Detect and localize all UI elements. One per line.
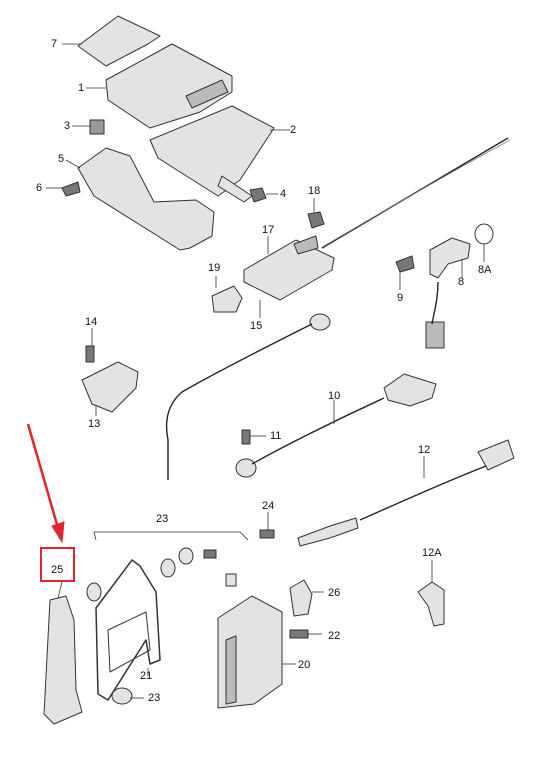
part-10-knock-sensor bbox=[235, 458, 257, 478]
part-7-cover bbox=[77, 15, 161, 67]
label-19: 19 bbox=[208, 262, 221, 274]
part-25-bracket-plate bbox=[43, 595, 83, 725]
label-15: 15 bbox=[250, 320, 263, 332]
label-6: 6 bbox=[36, 182, 43, 194]
label-25: 25 bbox=[51, 564, 64, 576]
label-1: 1 bbox=[78, 82, 85, 94]
part-12a-clip bbox=[417, 581, 445, 627]
label-12: 12 bbox=[418, 444, 431, 456]
part-12-connector bbox=[477, 439, 515, 471]
label-18: 18 bbox=[308, 185, 321, 197]
label-8: 8 bbox=[458, 276, 465, 288]
label-23-bottom: 23 bbox=[148, 692, 161, 704]
part-26-cap bbox=[289, 579, 313, 617]
part-17-sensor-module bbox=[243, 239, 335, 301]
label-13: 13 bbox=[88, 418, 101, 430]
part-9-bolt bbox=[395, 255, 415, 273]
label-12a: 12A bbox=[422, 547, 442, 559]
part-8-sensor bbox=[429, 237, 471, 279]
part-4-nut bbox=[249, 187, 267, 203]
part-3-pad bbox=[89, 119, 105, 135]
label-14: 14 bbox=[85, 316, 98, 328]
part-1-control-unit bbox=[105, 43, 233, 129]
part-11-bolt bbox=[241, 429, 251, 445]
part-24-screw bbox=[259, 529, 275, 539]
cable-15 bbox=[165, 323, 313, 480]
part-18-nut bbox=[307, 211, 325, 229]
label-8a: 8A bbox=[478, 264, 492, 276]
label-17: 17 bbox=[262, 224, 275, 236]
cable-12 bbox=[359, 465, 487, 521]
label-22: 22 bbox=[328, 630, 341, 642]
label-24: 24 bbox=[262, 500, 275, 512]
part-22-screw bbox=[289, 629, 309, 639]
highlight-box-part-25 bbox=[40, 547, 75, 582]
part-13-sensor bbox=[81, 361, 139, 413]
cable-8 bbox=[431, 281, 439, 325]
label-7: 7 bbox=[51, 38, 58, 50]
label-3: 3 bbox=[64, 120, 71, 132]
label-11: 11 bbox=[270, 430, 282, 442]
part-6-screw bbox=[61, 181, 81, 197]
label-23-top: 23 bbox=[156, 513, 169, 525]
label-4: 4 bbox=[280, 188, 287, 200]
label-20: 20 bbox=[298, 659, 311, 671]
label-2: 2 bbox=[290, 124, 297, 136]
part-10-connector bbox=[383, 373, 437, 407]
part-25-grommet bbox=[86, 582, 102, 602]
label-21: 21 bbox=[140, 670, 153, 682]
label-26: 26 bbox=[328, 587, 341, 599]
label-5: 5 bbox=[58, 153, 65, 165]
highlight-arrow bbox=[26, 423, 65, 544]
part-19-connector bbox=[211, 285, 243, 313]
part-2-bracket bbox=[149, 105, 275, 197]
part-8a-ring bbox=[474, 223, 494, 245]
part-21-bracket bbox=[95, 559, 161, 701]
part-14-screw bbox=[85, 345, 95, 363]
label-9: 9 bbox=[397, 292, 404, 304]
part-5-holder bbox=[77, 147, 215, 251]
label-10: 10 bbox=[328, 390, 341, 402]
cable-10 bbox=[251, 397, 385, 465]
